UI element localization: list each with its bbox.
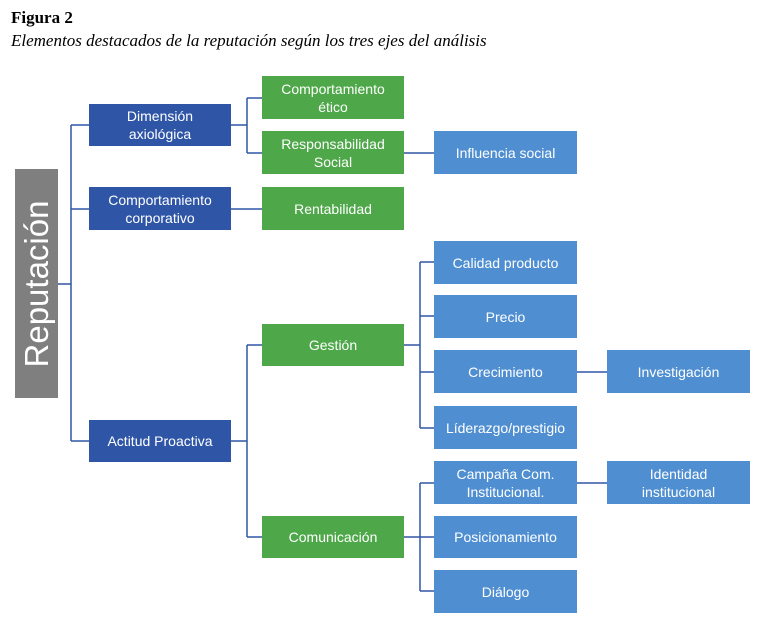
node-liderazgo-prestigio: Líderazgo/prestigio bbox=[434, 406, 577, 449]
node-comportamiento-etico: Comportamiento ético bbox=[262, 76, 404, 119]
node-dimension-axiologica: Dimensión axiológica bbox=[89, 104, 231, 146]
node-posicionamiento: Posicionamiento bbox=[434, 516, 577, 558]
root-node-reputacion: Reputación bbox=[15, 169, 58, 398]
root-label: Reputación bbox=[17, 200, 55, 367]
node-crecimiento: Crecimiento bbox=[434, 350, 577, 393]
node-influencia-social: Influencia social bbox=[434, 131, 577, 174]
node-responsabilidad-social: Responsabilidad Social bbox=[262, 131, 404, 174]
node-rentabilidad: Rentabilidad bbox=[262, 187, 404, 230]
node-investigacion: Investigación bbox=[607, 350, 750, 393]
figure-label: Figura 2 bbox=[11, 8, 73, 27]
node-comunicacion: Comunicación bbox=[262, 516, 404, 558]
node-identidad-institucional: Identidad institucional bbox=[607, 461, 750, 504]
node-gestion: Gestión bbox=[262, 324, 404, 366]
node-actitud-proactiva: Actitud Proactiva bbox=[89, 420, 231, 462]
figure-caption: Elementos destacados de la reputación se… bbox=[11, 31, 487, 50]
node-calidad-producto: Calidad producto bbox=[434, 241, 577, 284]
node-dialogo: Diálogo bbox=[434, 570, 577, 613]
node-campana-institucional: Campaña Com. Institucional. bbox=[434, 461, 577, 504]
node-comportamiento-corporativo: Comportamiento corporativo bbox=[89, 187, 231, 230]
node-precio: Precio bbox=[434, 295, 577, 338]
